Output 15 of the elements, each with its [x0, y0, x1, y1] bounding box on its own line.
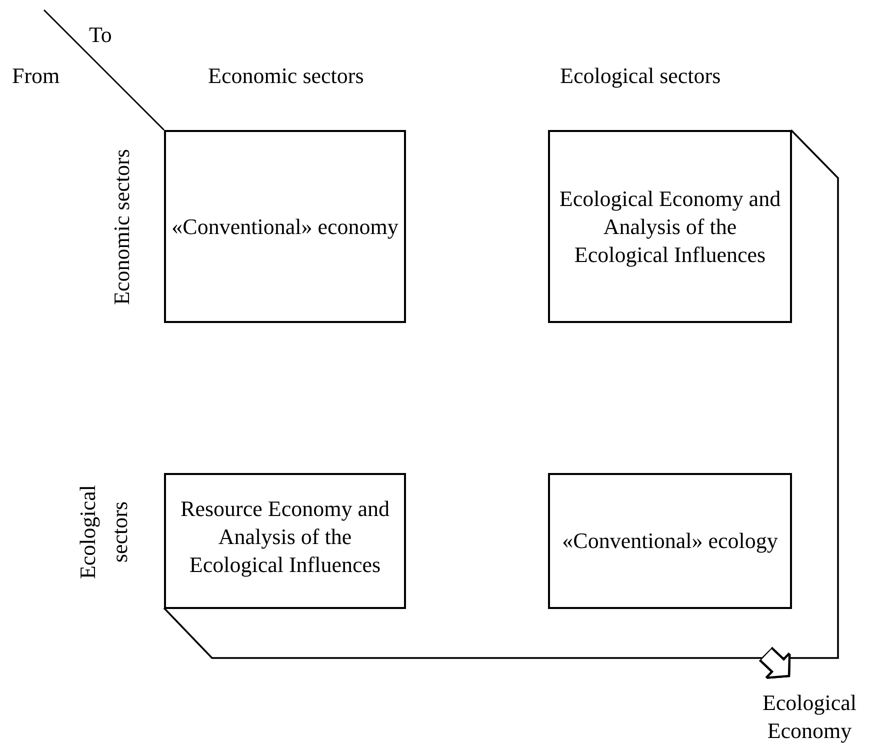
- cell-text: «Conventional» ecology: [562, 527, 778, 555]
- cell-text: Resource Economy and Analysis of the Ecological Influences: [180, 495, 390, 579]
- matrix-cell-box: [548, 130, 792, 323]
- column-header: Economic sectors: [208, 63, 364, 89]
- cell-text: Ecological Economy and Analysis of the Ecological Influences: [558, 184, 782, 268]
- cell-text: «Conventional» economy: [172, 212, 398, 240]
- result-label: Ecological Economy: [761, 689, 858, 745]
- row-header: Economic sectors: [109, 148, 135, 307]
- matrix-cell-box: [164, 130, 406, 323]
- row-header: Ecological sectors: [74, 484, 133, 582]
- axis-label: To: [89, 22, 112, 48]
- axis-label: From: [12, 63, 60, 89]
- matrix-cell-box: [548, 473, 792, 609]
- column-header: Ecological sectors: [560, 63, 721, 89]
- matrix-cell-box: [164, 473, 406, 609]
